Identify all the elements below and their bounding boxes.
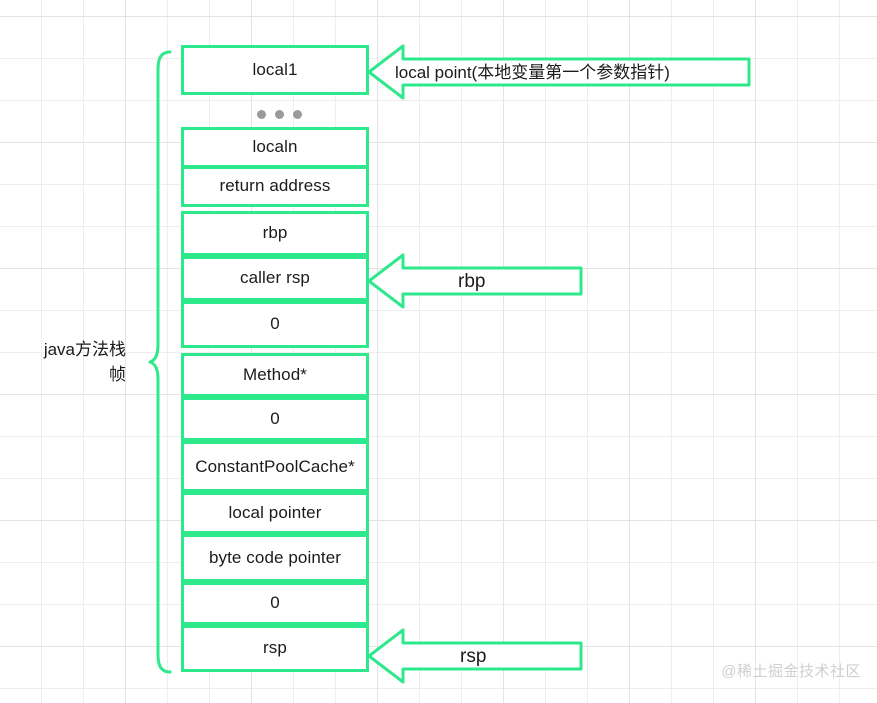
watermark: @稀土掘金技术社区 xyxy=(721,663,861,680)
stack-row-constant-pool-cache[interactable]: ConstantPoolCache* xyxy=(181,441,369,492)
stack-row-return-address[interactable]: return address xyxy=(181,166,369,207)
stack-row-zero-2[interactable]: 0 xyxy=(181,397,369,441)
stack-row-caller-rsp[interactable]: caller rsp xyxy=(181,256,369,301)
stack-frame-label: java方法栈 帧 xyxy=(0,338,126,387)
stack-row-localn[interactable]: localn xyxy=(181,127,369,168)
stack-frame-brace xyxy=(148,48,174,676)
stack-row-rbp[interactable]: rbp xyxy=(181,211,369,256)
stack-row-zero-3[interactable]: 0 xyxy=(181,582,369,625)
stack-row-byte-code-pointer[interactable]: byte code pointer xyxy=(181,534,369,582)
rsp-arrow-label: rsp xyxy=(460,646,487,667)
stack-row-zero-1[interactable]: 0 xyxy=(181,301,369,348)
ellipsis-dot xyxy=(275,110,284,119)
rsp-arrow xyxy=(366,628,584,684)
local-point-arrow-label: local point(本地变量第一个参数指针) xyxy=(395,63,670,82)
local-point-arrow xyxy=(366,44,752,100)
stack-frame-label-line2: 帧 xyxy=(109,364,126,384)
ellipsis-dot xyxy=(257,110,266,119)
rbp-arrow-label: rbp xyxy=(458,271,486,292)
ellipsis-dot xyxy=(293,110,302,119)
stack-frame-label-line1: java方法栈 xyxy=(43,340,126,359)
stack-row-local-pointer[interactable]: local pointer xyxy=(181,492,369,534)
stack-row-local1[interactable]: local1 xyxy=(181,45,369,95)
stack-row-rsp[interactable]: rsp xyxy=(181,625,369,672)
rbp-arrow xyxy=(366,253,584,309)
stack-row-method-pointer[interactable]: Method* xyxy=(181,353,369,397)
ellipsis-dots xyxy=(257,110,302,119)
